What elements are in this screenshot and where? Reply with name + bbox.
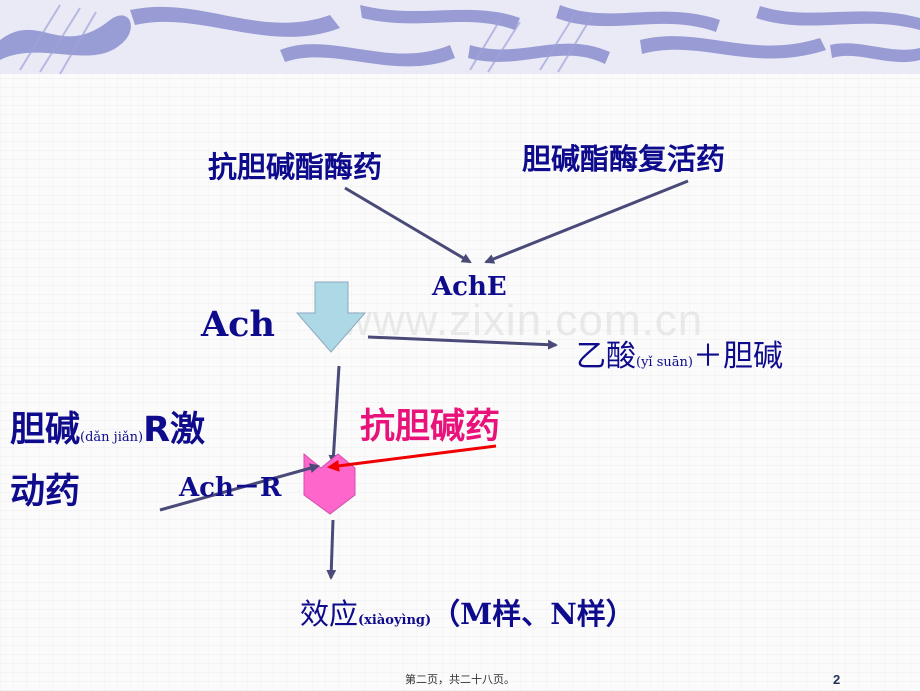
footer-caption: 第二页，共二十八页。 (405, 673, 515, 686)
arrow-ach-hydrolysis (367, 335, 558, 350)
effect-main: 效应 (300, 597, 359, 631)
watermark: www.zixin.com.cn (340, 296, 704, 345)
arrow-anticholinergic-to-receptor (327, 444, 497, 472)
label-cholinergic-agonist: 胆碱(dǎn jiǎn)R激 (10, 401, 205, 452)
label-anticholinergic: 抗胆碱药 (360, 407, 501, 447)
label-hydrolysis-products: 乙酸(yǐ suān)＋胆碱 (576, 331, 783, 375)
effect-rest: （M样、N样） (431, 597, 635, 631)
label-cholinergic-agonist-line2: 动药 (10, 472, 81, 512)
page-number: 2 (833, 672, 841, 687)
products-pinyin: (yǐ suān) (636, 355, 693, 370)
label-anti-cholinesterase: 抗胆碱酯酶药 (208, 150, 383, 184)
arrow-reactivator-to-ache (484, 179, 689, 264)
agonist-pinyin: (dǎn jiǎn) (80, 430, 144, 445)
label-ache: AchE (432, 272, 507, 302)
arrow-inhibitor-to-ache (344, 186, 472, 264)
products-rest: ＋胆碱 (692, 339, 783, 374)
effect-pinyin: (xiàoyìng) (358, 613, 432, 628)
arrow-ach-to-receptor (328, 365, 341, 465)
arrow-receptor-to-effect (326, 519, 337, 580)
label-ach: Ach (201, 304, 275, 345)
agonist-text-a: 胆碱 (10, 410, 81, 450)
label-effect: 效应(xiàoyìng)（M样、N样） (300, 591, 635, 633)
receptor-shape (303, 452, 356, 515)
label-ach-r: Ach－R (179, 473, 282, 503)
label-cholinesterase-reactivator: 胆碱酯酶复活药 (522, 142, 726, 176)
arrow-agonist-to-receptor (159, 463, 320, 512)
header-decoration (0, 0, 920, 75)
ach-block-arrow (295, 281, 367, 353)
agonist-text-b: R激 (143, 410, 206, 450)
products-main: 乙酸 (576, 339, 636, 374)
